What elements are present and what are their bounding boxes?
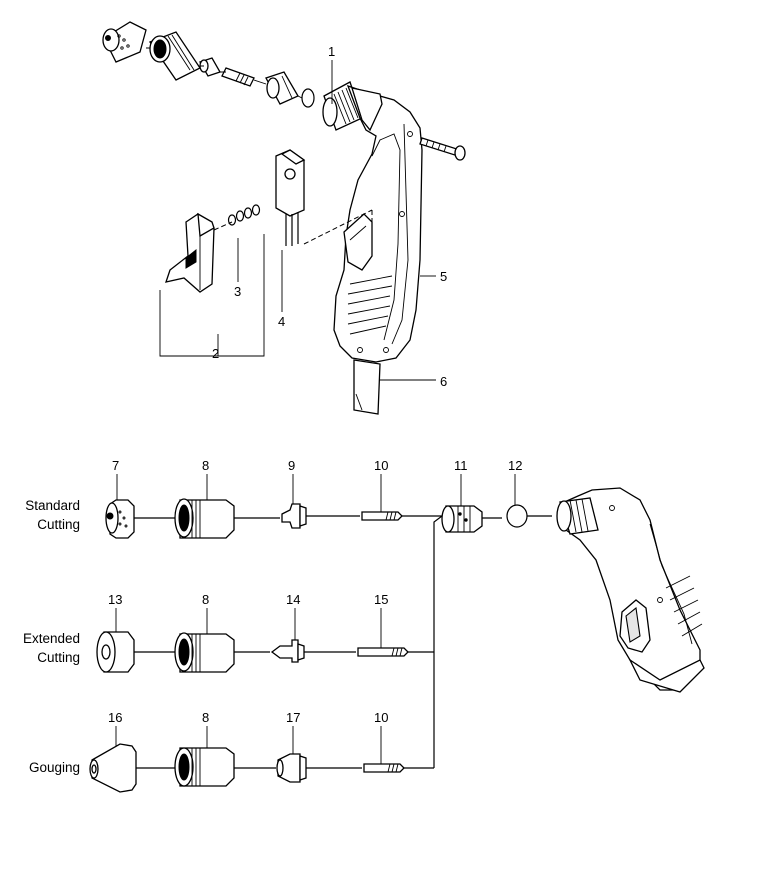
swirl-ring-top-icon <box>265 71 299 105</box>
part-label-1: 1 <box>328 44 335 59</box>
part-label-17: 17 <box>286 710 300 725</box>
electrode-top-icon <box>221 67 255 87</box>
electrode-extended-icon <box>357 647 409 657</box>
part-label-9: 9 <box>288 458 295 473</box>
shield-cup-extended-icon <box>174 632 235 673</box>
part-label-14: 14 <box>286 592 300 607</box>
row-gouging <box>89 743 434 793</box>
tip-extended-icon <box>270 639 305 663</box>
shield-cup-standard-icon <box>174 498 235 539</box>
electrode-standard-icon <box>361 511 403 521</box>
part-label-16: 16 <box>108 710 122 725</box>
part-label-10-gouging: 10 <box>374 710 388 725</box>
row-label-standard-1: Standard <box>25 498 80 513</box>
row-label-extended-1: Extended <box>23 631 80 646</box>
tip-gouging-icon <box>276 753 307 783</box>
part-label-5: 5 <box>440 269 447 284</box>
o-ring-icon <box>506 504 528 528</box>
swirl-ring-icon <box>441 505 483 533</box>
springs-icon <box>227 204 261 226</box>
part-label-12: 12 <box>508 458 522 473</box>
part-label-8-gouging: 8 <box>202 710 209 725</box>
row-standard-cutting <box>105 498 442 539</box>
part-label-7: 7 <box>112 458 119 473</box>
part-label-11: 11 <box>454 458 468 473</box>
torch-lead-icon <box>353 359 381 415</box>
shield-cup-top-icon <box>148 31 201 81</box>
o-ring-top-icon <box>301 88 315 108</box>
row-label-gouging: Gouging <box>29 760 80 775</box>
screw-icon <box>419 137 466 161</box>
tip-top-icon <box>199 57 221 77</box>
part-label-15: 15 <box>374 592 388 607</box>
part-label-10-standard: 10 <box>374 458 388 473</box>
cap-gouging-icon <box>89 743 137 793</box>
part-label-8-extended: 8 <box>202 592 209 607</box>
row-label-standard-2: Cutting <box>37 517 80 532</box>
part-label-2: 2 <box>212 346 219 361</box>
cap-standard-icon <box>105 499 135 539</box>
electrode-gouging-icon <box>363 763 405 773</box>
consumables-view <box>89 487 705 793</box>
part-label-13: 13 <box>108 592 122 607</box>
row-extended-cutting <box>96 631 434 673</box>
torch-body-icon <box>333 84 423 363</box>
top-exploded-view <box>102 21 466 415</box>
part-label-3: 3 <box>234 284 241 299</box>
part-label-6: 6 <box>440 374 447 389</box>
tip-standard-icon <box>281 503 307 529</box>
cap-top-icon <box>102 21 147 63</box>
shield-cup-gouging-icon <box>174 747 235 787</box>
trigger-icon <box>165 212 215 293</box>
switch-icon <box>275 149 306 246</box>
cap-extended-icon <box>96 631 135 673</box>
torch-assembled-icon <box>556 487 705 693</box>
part-label-8-standard: 8 <box>202 458 209 473</box>
row-label-extended-2: Cutting <box>37 650 80 665</box>
part-label-4: 4 <box>278 314 285 329</box>
